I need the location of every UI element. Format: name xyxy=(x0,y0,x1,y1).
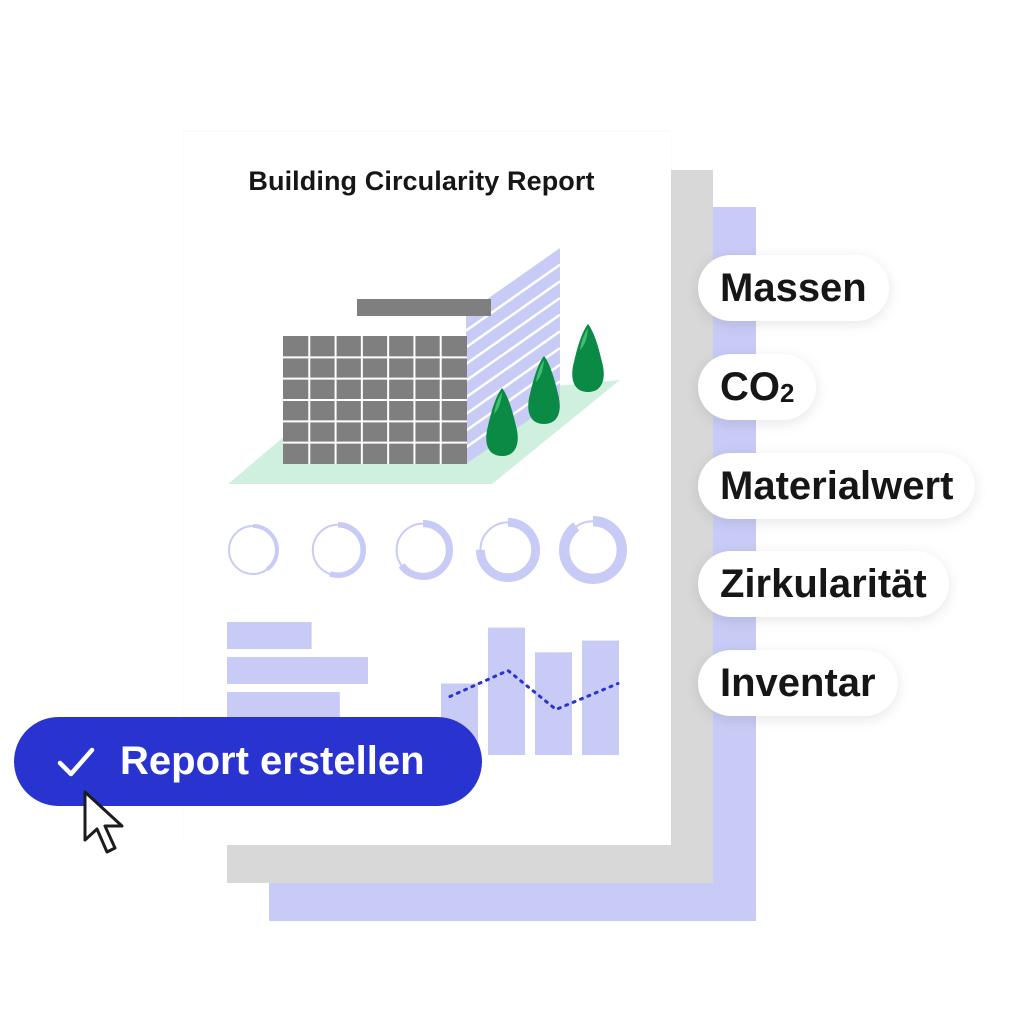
gauge-arc xyxy=(476,518,541,583)
tree xyxy=(528,356,560,424)
vertical-bar xyxy=(582,640,619,755)
building-roof-element xyxy=(357,299,491,316)
tag-massen: Massen xyxy=(698,255,889,321)
mouse-cursor-icon xyxy=(83,790,124,854)
horizontal-bar xyxy=(227,657,368,684)
report-title: Building Circularity Report xyxy=(248,166,595,196)
gauge-arc xyxy=(392,519,453,580)
tag-zirkularitaet: Zirkularität xyxy=(698,551,949,617)
create-report-label: Report erstellen xyxy=(120,739,425,783)
vertical-bar xyxy=(535,652,572,755)
gauge-arc xyxy=(309,522,366,579)
check-icon xyxy=(57,747,95,776)
horizontal-bar xyxy=(227,692,340,719)
tag-materialwert: Materialwert xyxy=(698,453,976,519)
vertical-bar xyxy=(488,627,525,755)
tree xyxy=(572,324,604,392)
tree xyxy=(486,388,518,456)
gauge-arc xyxy=(559,515,628,584)
horizontal-bar xyxy=(227,622,312,649)
building-front-facade xyxy=(283,336,467,464)
gauge-arc xyxy=(227,524,279,576)
tag-inventar: Inventar xyxy=(698,650,898,716)
trend-line xyxy=(448,668,620,712)
create-report-button[interactable]: Report erstellen xyxy=(14,717,482,806)
